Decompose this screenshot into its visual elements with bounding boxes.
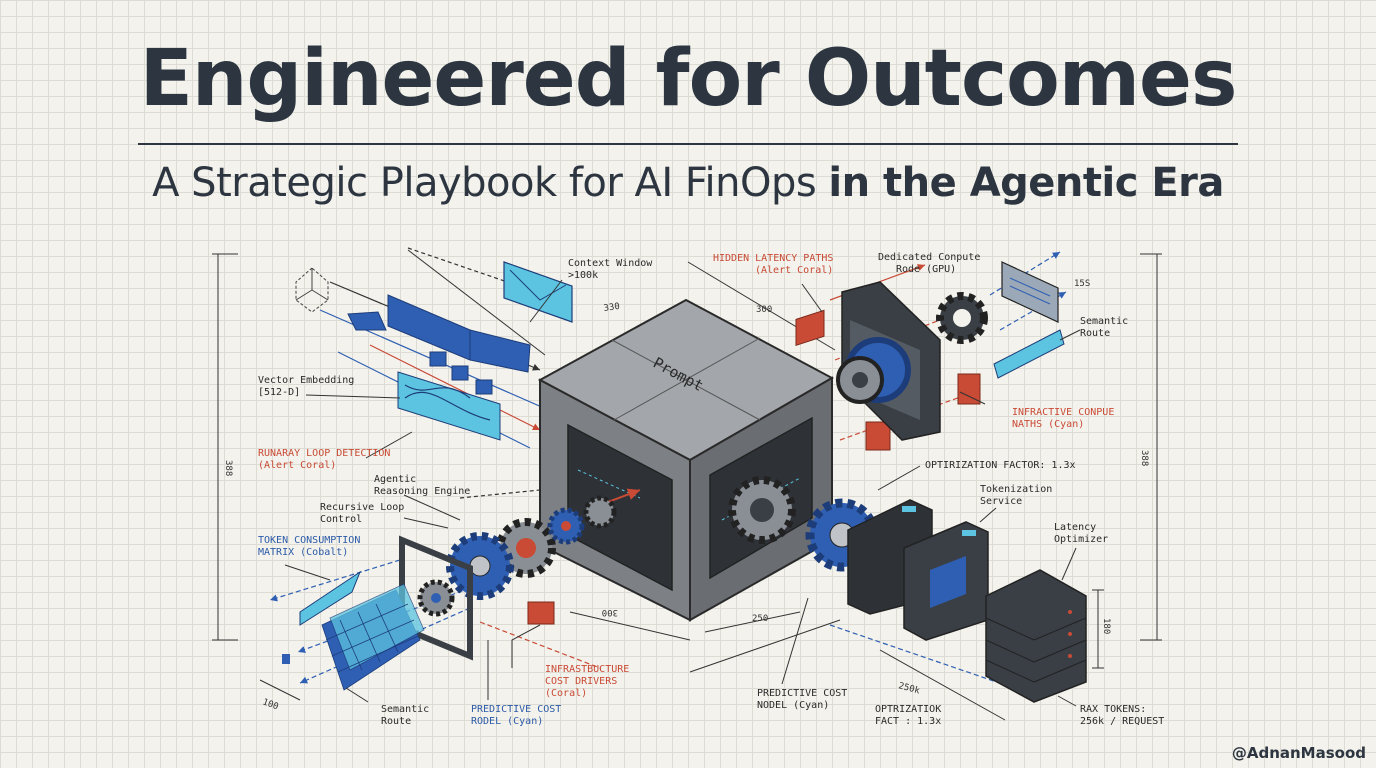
dim-server-height: 180	[1101, 618, 1111, 634]
gpu-compute-node	[836, 281, 941, 441]
coral-cost-blocks	[527, 309, 981, 625]
cube-dimension-lines	[259, 249, 1104, 721]
gear-icon	[728, 476, 796, 544]
label-hidden-latency: HIDDEN LATENCY PATHS (Alert Coral)	[713, 253, 839, 276]
label-infrastructure-cost: INFRASTBUCTURE COST DRIVERS (Coral)	[545, 664, 635, 699]
dim-right-edge-top: 15S	[1074, 279, 1090, 289]
dim-bottom-center: 300	[602, 607, 618, 617]
label-max-tokens: RAX TOKENS: 256k / REQUEST	[1080, 704, 1164, 727]
vector-embedding-strip	[347, 294, 531, 441]
token-chart-panel	[282, 570, 362, 664]
label-token-consumption: TOKEN CONSUMPTION MATRIX (Cobalt)	[258, 535, 366, 558]
monitor-icon	[1001, 261, 1059, 323]
label-recursive-loop: Recursive Loop Control	[320, 502, 410, 525]
label-runaway-loop: RUNARAY LOOP DETECTION (Alert Coral)	[258, 448, 396, 471]
label-dedicated-compute: Dedicated Conpute Rode (GPU)	[878, 252, 986, 275]
gear-icon	[936, 292, 988, 344]
label-predictive-cost-center: PREDICTIVE COST NODEL (Cyan)	[757, 688, 853, 711]
dim-top-right: 300	[756, 305, 772, 315]
label-tokenization-service: Tokenization Service	[980, 484, 1058, 507]
title-divider	[138, 143, 1238, 145]
label-semantic-route-bottom: Semantic Route	[381, 704, 435, 727]
token-consumption-matrix	[321, 583, 425, 691]
right-vertical-dimension	[1140, 253, 1162, 641]
label-optimization-fact: OPTRIZATIOK FACT : 1.3x	[875, 704, 947, 727]
gear-icon	[446, 532, 514, 600]
left-vertical-dimension	[212, 253, 238, 641]
label-latency-optimizer: Latency Optimizer	[1054, 522, 1108, 545]
subtitle-bold: in the Agentic Era	[828, 160, 1224, 206]
gear-icon	[583, 495, 617, 529]
label-vector-embedding: Vector Embedding [512-D]	[258, 375, 360, 398]
dim-bottom-far-right: 250k	[897, 681, 921, 696]
context-window-panel	[503, 261, 573, 323]
gear-icon	[547, 507, 585, 545]
label-agentic-engine: Agentic Reasoning Engine	[374, 474, 470, 497]
label-predictive-cost-left: PREDICTIVE COST RODEL (Cyan)	[471, 704, 567, 727]
dim-left-vertical: 388	[223, 460, 233, 476]
dim-bottom-left: 100	[261, 697, 280, 712]
author-watermark: @AdnanMasood	[1231, 744, 1366, 762]
label-context-window: Context Window >100k	[568, 258, 658, 281]
label-optimization-factor: OPTIRIZATION FACTOR: 1.3x	[925, 460, 1076, 471]
semantic-route-bar	[993, 329, 1065, 379]
label-semantic-route-top: Semantic Route	[1080, 316, 1134, 339]
axis-gizmo-icon	[295, 267, 329, 313]
label-leaders	[284, 279, 1081, 707]
page-subtitle: A Strategic Playbook for AI FinOps in th…	[0, 160, 1376, 206]
prompt-cube	[537, 298, 835, 622]
subtitle-regular: A Strategic Playbook for AI FinOps	[152, 160, 829, 206]
label-infractive-compute: INFRACTIVE CONPUE NATHS (Cyan)	[1012, 407, 1120, 430]
dim-bottom-right: 250	[752, 614, 768, 624]
dim-top-left: 330	[603, 302, 620, 314]
page-title: Engineered for Outcomes	[139, 34, 1238, 124]
dim-right-vertical: 388	[1139, 450, 1149, 466]
latency-optimizer-rack	[985, 569, 1087, 703]
